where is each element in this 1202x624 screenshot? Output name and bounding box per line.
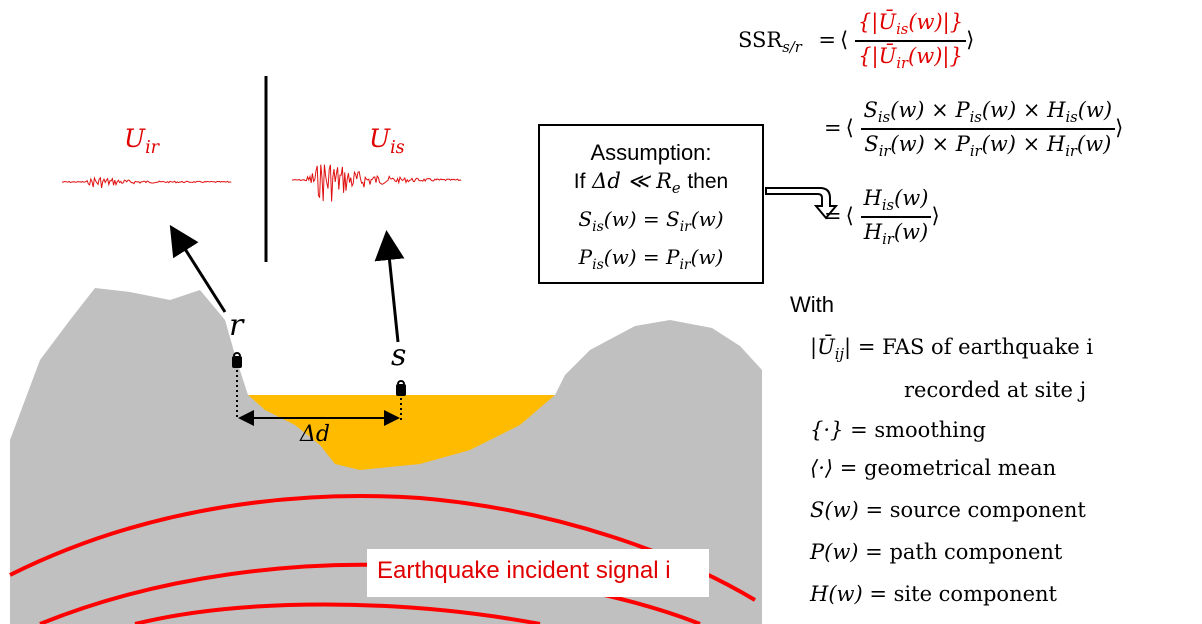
legend-symbol: |Ūij| bbox=[810, 335, 858, 364]
legend-item: recorded at site j bbox=[904, 378, 1086, 402]
waveform-trace bbox=[61, 176, 232, 188]
legend-item: ⟨·⟩ = geometrical mean bbox=[810, 456, 1056, 480]
assumption-condition: If Δd ≪ Re then bbox=[573, 169, 729, 198]
assumption-eq-path: Pis(w) = Pir(w) bbox=[578, 245, 724, 274]
legend-item: S(w) = source component bbox=[810, 498, 1086, 522]
label-distance: Δd bbox=[300, 422, 330, 447]
legend-text: = FAS of earthquake i bbox=[857, 335, 1094, 359]
waveform-trace bbox=[291, 164, 462, 202]
label-u-ir: Uir bbox=[124, 124, 160, 158]
implication-arrow bbox=[765, 187, 839, 220]
seismogram-reference bbox=[61, 176, 232, 188]
label-station-s: s bbox=[391, 338, 407, 373]
legend-symbol: S(w) bbox=[810, 498, 866, 522]
station-r-icon bbox=[232, 352, 242, 368]
arrow-reference bbox=[169, 224, 227, 313]
legend-symbol: ⟨·⟩ bbox=[810, 456, 840, 480]
legend-symbol: H(w) bbox=[810, 582, 870, 606]
legend-symbol: {·} bbox=[810, 418, 851, 442]
legend-item: {·} = smoothing bbox=[810, 418, 986, 442]
ssr-lhs: SSRs/r bbox=[738, 27, 802, 56]
assumption-title: Assumption: bbox=[590, 140, 712, 165]
station-s-icon bbox=[396, 380, 406, 396]
legend-heading: With bbox=[790, 292, 834, 317]
legend-item: |Ūij| = FAS of earthquake i bbox=[810, 335, 1093, 363]
ssr-formula-line2: =⟨ Sis(w) × Pis(w) × His(w)Sir(w) × Pir(… bbox=[824, 98, 1124, 161]
legend-text: = geometrical mean bbox=[839, 456, 1057, 480]
ssr-formula-line1: SSRs/r =⟨ {|Ūis(w)|}{|Ūir(w)|}⟩ bbox=[738, 10, 975, 73]
legend-text: = smoothing bbox=[850, 418, 986, 442]
legend-text: = site component bbox=[869, 582, 1057, 606]
legend-symbol: P(w) bbox=[810, 540, 866, 564]
legend-text: recorded at site j bbox=[904, 378, 1087, 402]
legend-text: = source component bbox=[865, 498, 1086, 522]
legend-text: = path component bbox=[865, 540, 1063, 564]
assumption-box: Assumption: If Δd ≪ Re then Sis(w) = Sir… bbox=[538, 124, 764, 284]
legend-item: H(w) = site component bbox=[810, 582, 1057, 606]
label-station-r: r bbox=[229, 308, 244, 343]
label-u-is: Uis bbox=[369, 124, 405, 158]
incident-signal-label: Earthquake incident signal i bbox=[367, 549, 709, 597]
seismogram-site bbox=[291, 164, 462, 202]
ssr-formula-line3: =⟨ His(w)Hir(w)⟩ bbox=[824, 186, 940, 249]
arrow-site bbox=[374, 230, 405, 343]
legend-item: P(w) = path component bbox=[810, 540, 1062, 564]
assumption-eq-source: Sis(w) = Sir(w) bbox=[578, 207, 724, 236]
